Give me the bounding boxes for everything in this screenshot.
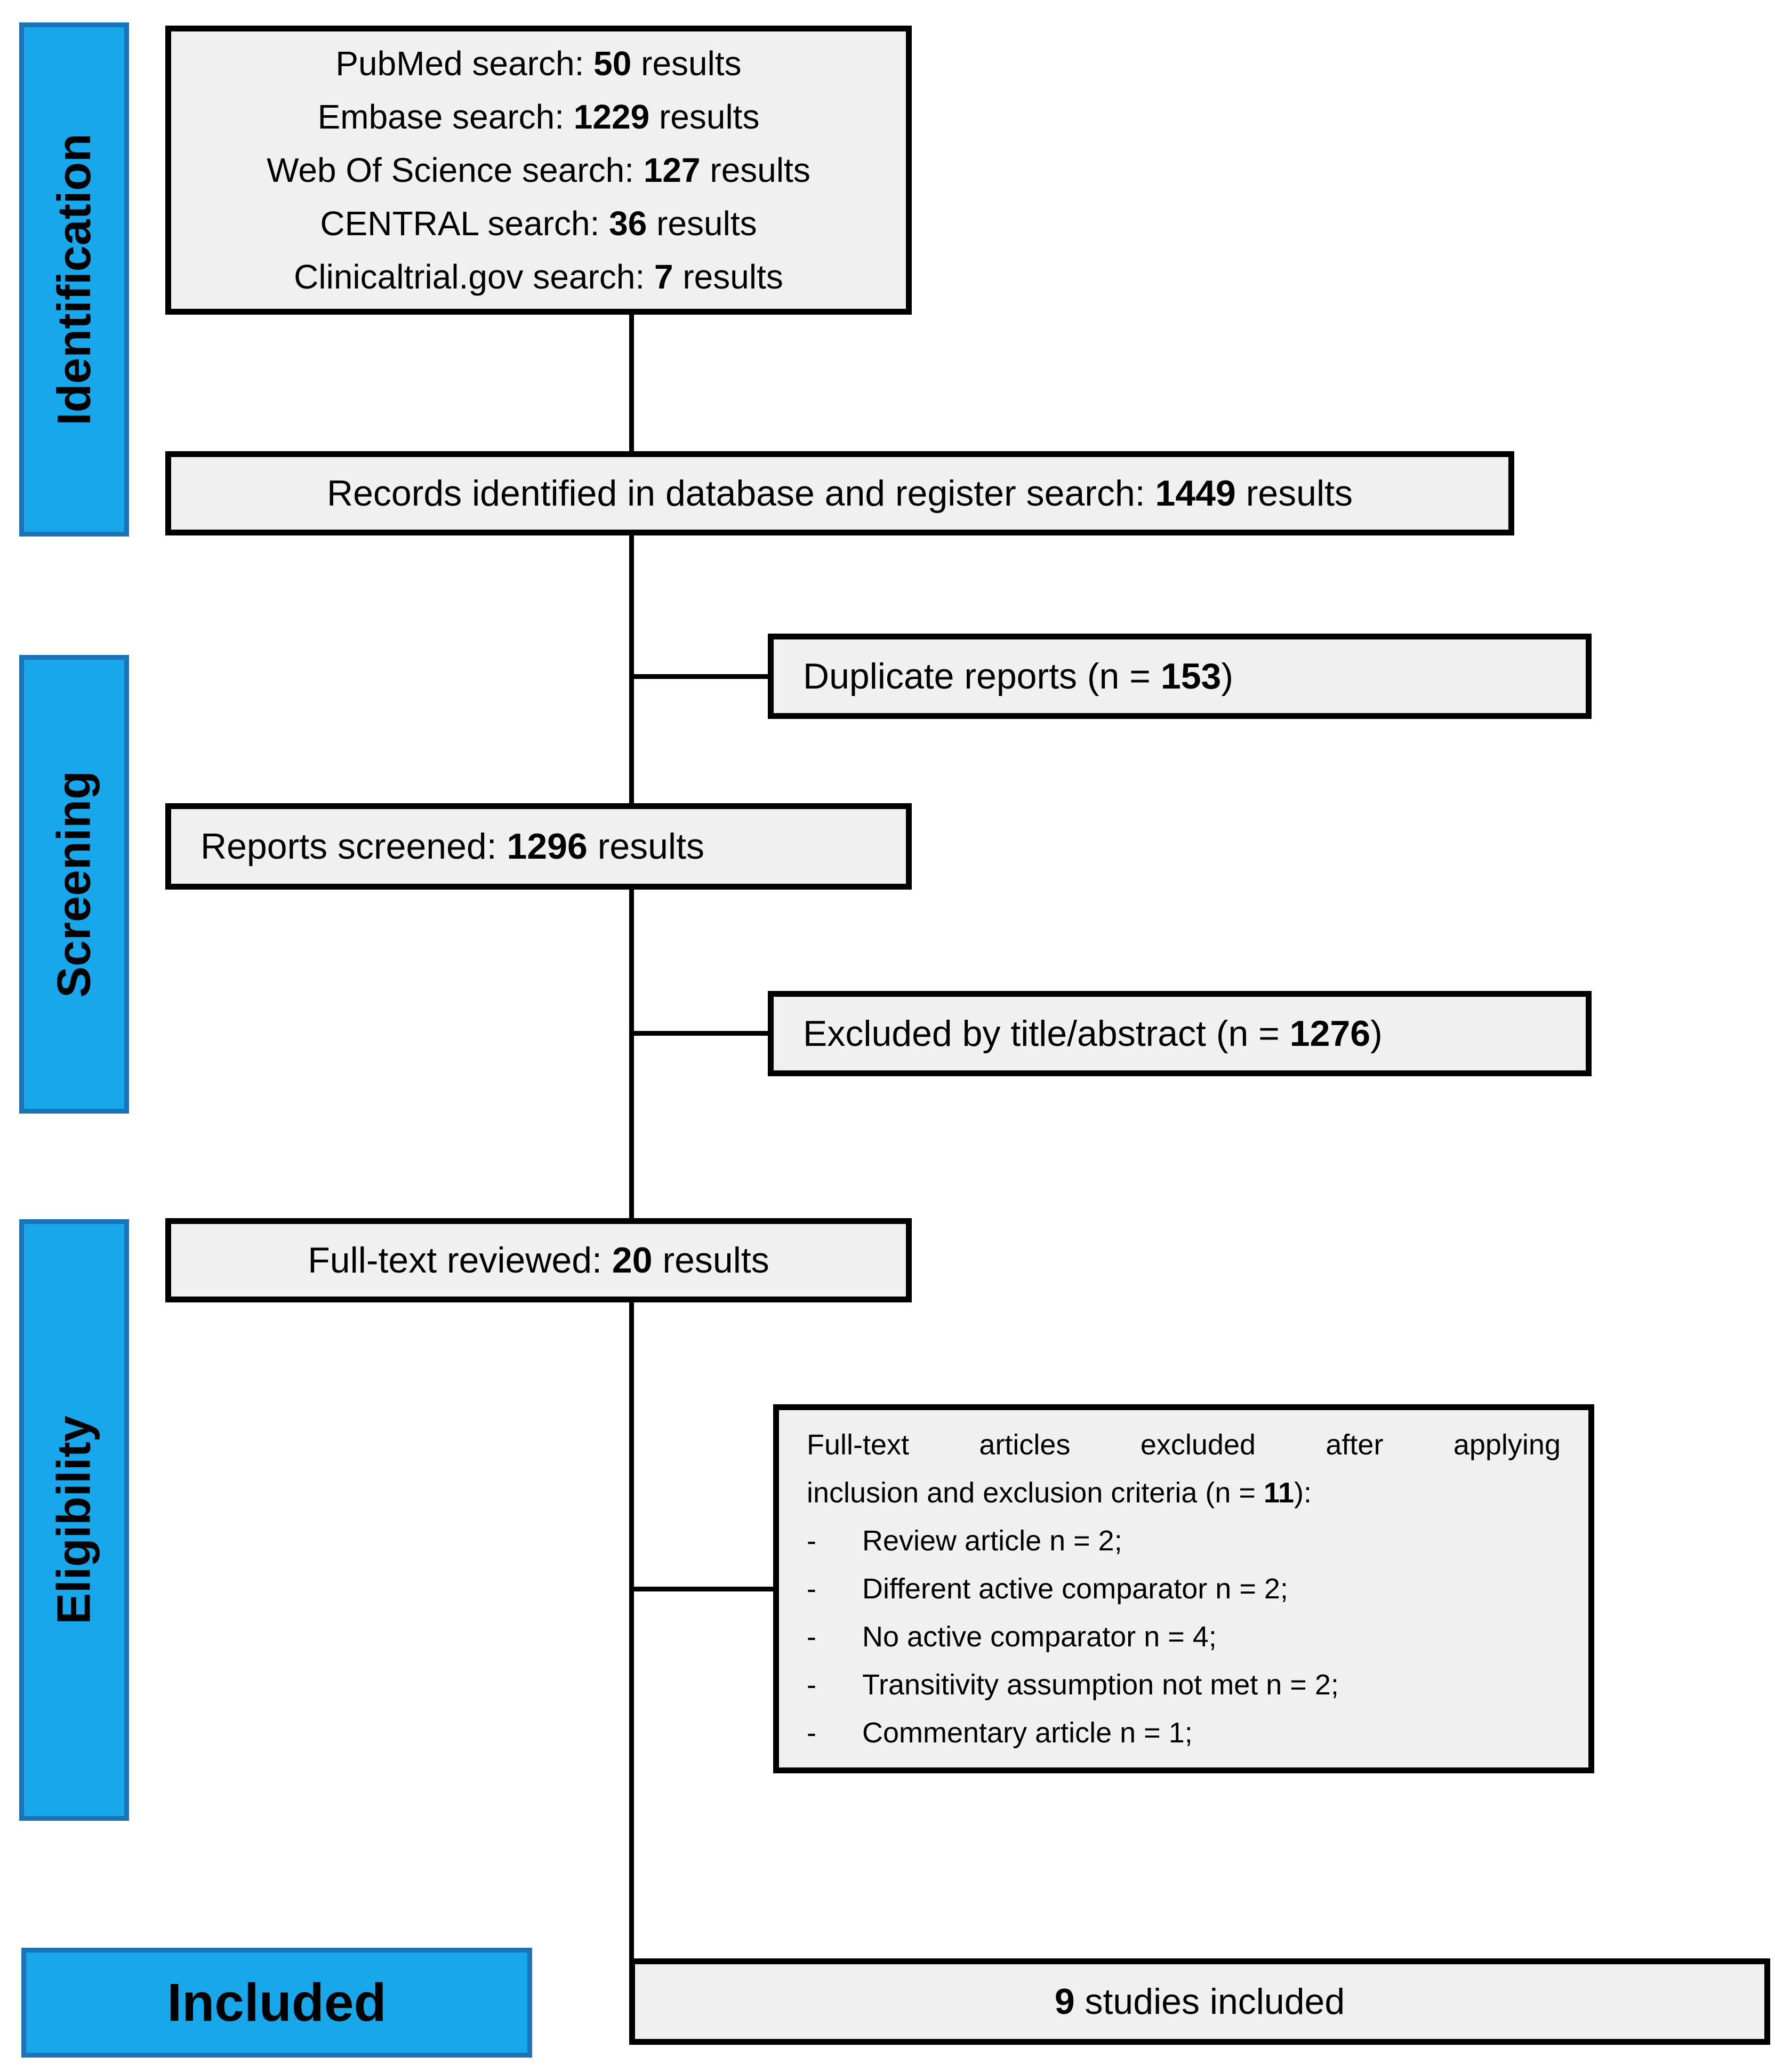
connector-branch-criteria — [631, 1587, 774, 1591]
stage-label-screening: Screening — [19, 655, 129, 1114]
stage-label-screening-text: Screening — [47, 771, 101, 998]
fulltext-reviewed-text: Full-text reviewed: 20 results — [308, 1239, 769, 1281]
excluded-title-abstract-text: Excluded by title/abstract (n = 1276) — [803, 1013, 1383, 1054]
stage-label-included: Included — [21, 1948, 532, 2058]
search-line-pubmed: PubMed search: 50 results — [335, 44, 742, 83]
box-reports-screened: Reports screened: 1296 results — [165, 803, 912, 890]
criteria-item-commentary: -Commentary article n = 1; — [807, 1717, 1193, 1749]
records-identified-text: Records identified in database and regis… — [326, 473, 1353, 514]
stage-label-identification: Identification — [19, 22, 129, 537]
box-database-searches: PubMed search: 50 results Embase search:… — [165, 26, 912, 315]
connector-fulltext-to-included — [629, 1300, 634, 1961]
stage-label-eligibility-text: Eligibility — [47, 1415, 100, 1625]
search-line-embase: Embase search: 1229 results — [317, 98, 760, 136]
stage-label-eligibility: Eligibility — [19, 1219, 129, 1821]
duplicate-reports-text: Duplicate reports (n = 153) — [803, 655, 1233, 697]
stage-label-included-text: Included — [167, 1972, 387, 2033]
connector-records-to-reports — [629, 533, 634, 805]
box-records-identified: Records identified in database and regis… — [165, 451, 1514, 535]
search-line-clinicaltrial: Clinicaltrial.gov search: 7 results — [294, 258, 783, 296]
studies-included-text: 9 studies included — [1054, 1981, 1345, 2022]
criteria-item-no-comparator: -No active comparator n = 4; — [807, 1621, 1217, 1653]
connector-branch-duplicate — [631, 674, 769, 679]
connector-search-to-records — [629, 313, 634, 453]
box-studies-included: 9 studies included — [629, 1958, 1770, 2045]
connector-branch-excluded — [631, 1031, 769, 1036]
search-line-webofscience: Web Of Science search: 127 results — [267, 151, 810, 189]
box-excluded-title-abstract: Excluded by title/abstract (n = 1276) — [768, 991, 1592, 1076]
criteria-item-different-comparator: -Different active comparator n = 2; — [807, 1573, 1288, 1605]
box-exclusion-criteria: Full-text articles excluded after applyi… — [773, 1404, 1594, 1773]
connector-reports-to-fulltext — [629, 887, 634, 1220]
criteria-item-transitivity: -Transitivity assumption not met n = 2; — [807, 1669, 1339, 1701]
stage-label-identification-text: Identification — [47, 133, 100, 426]
box-fulltext-reviewed: Full-text reviewed: 20 results — [165, 1218, 912, 1302]
search-line-central: CENTRAL search: 36 results — [320, 204, 757, 243]
criteria-item-review: -Review article n = 2; — [807, 1525, 1122, 1557]
criteria-header-line2: inclusion and exclusion criteria (n = 11… — [807, 1477, 1312, 1509]
criteria-header-line1: Full-text articles excluded after applyi… — [807, 1429, 1561, 1461]
reports-screened-text: Reports screened: 1296 results — [200, 826, 704, 867]
box-duplicate-reports: Duplicate reports (n = 153) — [768, 634, 1592, 719]
